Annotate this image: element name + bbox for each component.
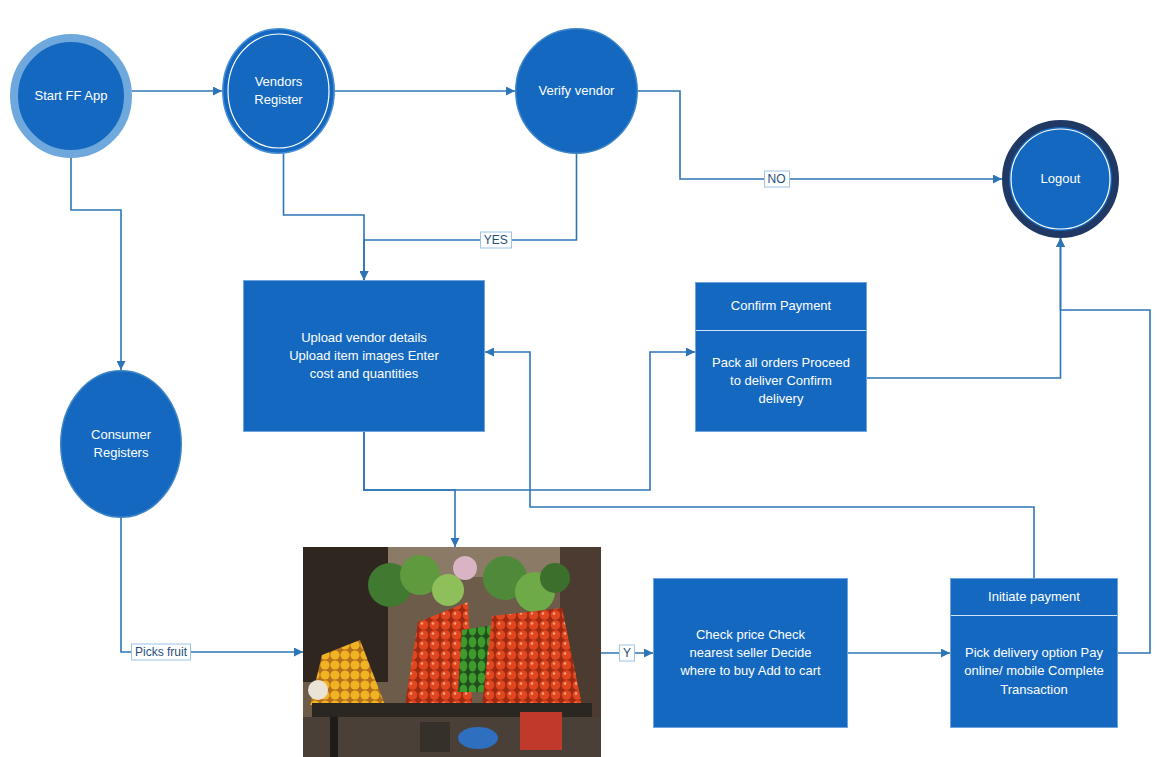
produce-photo-art xyxy=(303,547,601,757)
edge-label: Y xyxy=(619,645,635,662)
edge-label: Picks fruit xyxy=(131,644,191,661)
logout-circle: Logout xyxy=(1002,120,1119,238)
text-holder: Check price Check nearest seller Decide … xyxy=(676,626,826,681)
connectors xyxy=(71,91,1150,653)
connector xyxy=(867,238,1061,378)
tomato-pile xyxy=(482,608,582,705)
blue-bucket xyxy=(458,727,498,749)
node-text: Logout xyxy=(1021,170,1100,188)
text-holder: Initiate payment xyxy=(959,588,1109,606)
text-holder: Start FF App xyxy=(24,87,119,105)
text-holder: Pack all orders Proceed to deliver Confi… xyxy=(706,354,856,409)
circle-shape xyxy=(61,371,182,518)
text-holder: Confirm Payment xyxy=(706,297,856,315)
text-holder: Vendors Register xyxy=(238,73,319,109)
connector xyxy=(132,90,222,92)
edge-label: NO xyxy=(764,171,790,188)
node-text: Start FF App xyxy=(24,87,119,105)
text-holder: Logout xyxy=(1021,170,1100,188)
red-crate xyxy=(520,712,562,750)
circle-shape xyxy=(1006,124,1116,235)
node-text: Confirm Payment xyxy=(706,297,856,315)
node-text: Vendors Register xyxy=(238,73,319,109)
process-box: Confirm PaymentPack all orders Proceed t… xyxy=(695,282,867,432)
consumer-circle: Consumer Registers xyxy=(60,370,182,518)
process-box: Upload vendor details Upload item images… xyxy=(243,280,485,432)
cauliflower xyxy=(308,680,328,700)
connector xyxy=(335,90,515,92)
connector xyxy=(485,352,1034,578)
box-body: Pick delivery option Pay online/ mobile … xyxy=(951,616,1117,727)
text-holder: Consumer Registers xyxy=(76,426,166,462)
connector xyxy=(121,518,303,652)
connector xyxy=(71,158,121,370)
node-text: Pack all orders Proceed to deliver Confi… xyxy=(706,354,856,409)
crate xyxy=(420,722,450,752)
node-text: Initiate payment xyxy=(959,588,1109,606)
edge-label: YES xyxy=(480,232,512,249)
box-header: Confirm Payment xyxy=(696,283,866,331)
text-holder: Verify vendor xyxy=(530,82,623,100)
produce-photo xyxy=(303,547,601,757)
node-text: Upload vendor details Upload item images… xyxy=(282,329,447,384)
process-box: Check price Check nearest seller Decide … xyxy=(653,578,848,728)
verify-circle: Verify vendor xyxy=(515,28,638,154)
node-text: Consumer Registers xyxy=(76,426,166,462)
circle-shape xyxy=(14,38,128,154)
inner-ring xyxy=(228,34,329,148)
start-circle: Start FF App xyxy=(10,34,132,158)
circle-shape xyxy=(223,29,335,154)
node-text: Pick delivery option Pay online/ mobile … xyxy=(959,644,1109,699)
cabbage xyxy=(540,563,570,593)
connector xyxy=(364,154,577,280)
node-text: Verify vendor xyxy=(530,82,623,100)
table-leg xyxy=(330,717,338,757)
text-holder: Upload vendor details Upload item images… xyxy=(282,329,447,384)
connector xyxy=(848,652,950,654)
box-body: Pack all orders Proceed to deliver Confi… xyxy=(696,331,866,431)
circle-outline xyxy=(60,370,182,518)
process-box: Initiate paymentPick delivery option Pay… xyxy=(950,578,1118,728)
box-header: Initiate payment xyxy=(951,579,1117,616)
connector xyxy=(638,91,1002,179)
cabbage xyxy=(432,574,464,606)
connector xyxy=(284,154,365,280)
photo-ground xyxy=(303,547,601,757)
text-holder: Pick delivery option Pay online/ mobile … xyxy=(959,644,1109,699)
inner-ring xyxy=(1011,129,1110,229)
circle-shape xyxy=(516,29,638,154)
circle-outline xyxy=(222,28,335,154)
onion xyxy=(453,556,477,580)
register-circle: Vendors Register xyxy=(222,28,335,154)
node-text: Check price Check nearest seller Decide … xyxy=(676,626,826,681)
